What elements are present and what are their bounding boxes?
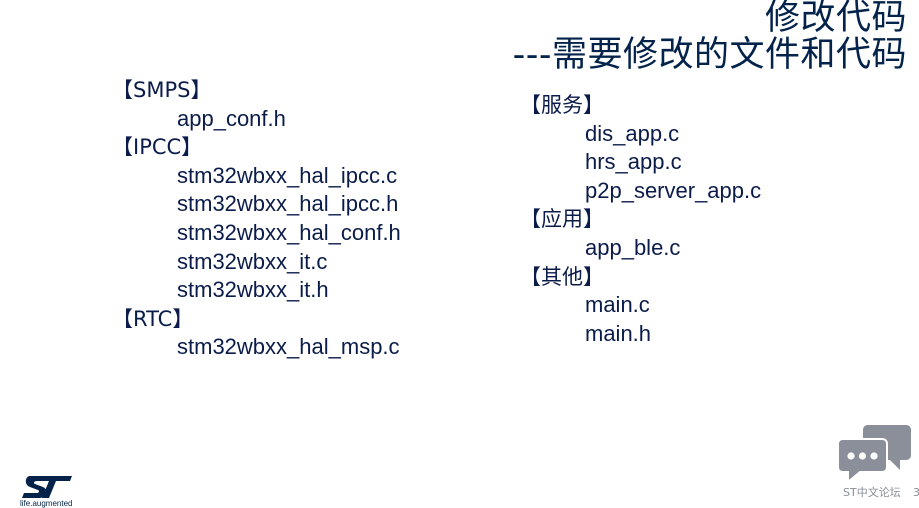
st-logo-icon xyxy=(22,476,72,498)
st-tagline: life.augmented xyxy=(20,499,73,508)
file-name: app_ble.c xyxy=(585,234,681,260)
file-name: stm32wbxx_hal_conf.h xyxy=(177,219,401,245)
section-label-other: 【其他】 xyxy=(520,264,604,289)
file-name: stm32wbxx_it.h xyxy=(177,277,329,303)
file-name: main.c xyxy=(585,292,650,318)
file-name: p2p_server_app.c xyxy=(585,177,762,203)
section-label-ipcc: 【IPCC】 xyxy=(112,135,203,160)
file-name: main.h xyxy=(585,320,652,346)
page-number: 3 xyxy=(913,486,919,499)
right-column: 【服务】 dis_app.c hrs_app.c p2p_server_app.… xyxy=(520,91,761,348)
file-name: dis_app.c xyxy=(585,120,680,146)
file-name: app_conf.h xyxy=(177,105,286,131)
forum-label[interactable]: ST中文论坛 xyxy=(843,486,901,499)
file-name: stm32wbxx_it.c xyxy=(177,248,328,274)
file-name: stm32wbxx_hal_ipcc.h xyxy=(177,191,399,217)
file-name: stm32wbxx_hal_msp.c xyxy=(177,334,400,360)
file-name: stm32wbxx_hal_ipcc.c xyxy=(177,162,398,188)
chat-bubbles-icon[interactable] xyxy=(838,423,912,483)
file-name: hrs_app.c xyxy=(585,149,682,175)
title-line-1: 修改代码 xyxy=(764,0,907,38)
section-label-rtc: 【RTC】 xyxy=(112,306,194,331)
left-column: 【SMPS】 app_conf.h 【IPCC】 stm32wbxx_hal_i… xyxy=(112,76,401,362)
section-label-services: 【服务】 xyxy=(520,93,604,117)
title-line-2: ---需要修改的文件和代码 xyxy=(512,35,907,75)
section-label-smps: 【SMPS】 xyxy=(112,78,212,102)
slide-title: 修改代码 ---需要修改的文件和代码 xyxy=(513,0,907,74)
section-label-application: 【应用】 xyxy=(520,207,604,232)
